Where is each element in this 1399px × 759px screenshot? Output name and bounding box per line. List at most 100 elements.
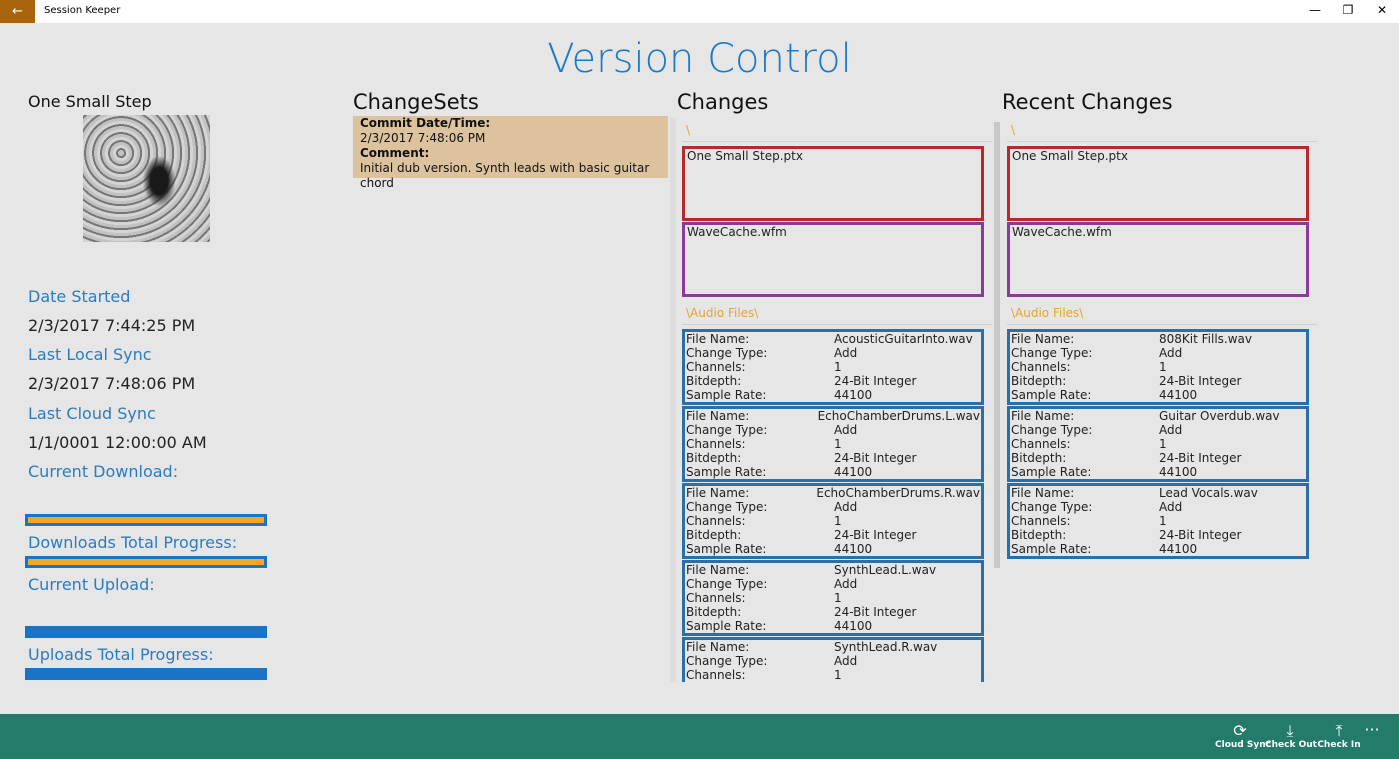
field-value: 44100 <box>1159 388 1198 402</box>
field-label: Change Type: <box>686 423 768 437</box>
file-item[interactable]: WaveCache.wfm <box>1007 222 1309 297</box>
field-value: 1 <box>1159 360 1167 374</box>
field-label: Change Type: <box>686 577 768 591</box>
session-image <box>83 115 210 242</box>
field-value: 24-Bit Integer <box>1159 451 1242 465</box>
field-label: Change Type: <box>686 500 768 514</box>
session-name: One Small Step <box>28 92 152 111</box>
field-value: 1 <box>834 360 842 374</box>
changesets-heading: ChangeSets <box>353 90 479 114</box>
field-label: Change Type: <box>686 346 768 360</box>
field-label: Sample Rate: <box>1011 542 1092 556</box>
field-value: Guitar Overdub.wav <box>1159 409 1280 423</box>
field-value: 24-Bit Integer <box>834 528 917 542</box>
field-label: File Name: <box>1011 486 1075 500</box>
file-name: One Small Step.ptx <box>1012 149 1128 163</box>
downloads-total-progress <box>25 556 267 568</box>
field-value: 1 <box>1159 514 1167 528</box>
current-upload-progress <box>25 626 267 638</box>
field-value: 1 <box>834 514 842 528</box>
field-label: Sample Rate: <box>1011 465 1092 479</box>
root-folder: \ <box>682 118 992 142</box>
close-button[interactable]: ✕ <box>1376 3 1388 17</box>
field-label: Bitdepth: <box>1011 528 1067 542</box>
field-label: Bitdepth: <box>686 374 742 388</box>
commit-date-label: Commit Date/Time: <box>360 116 491 130</box>
audio-folder: \Audio Files\ <box>682 301 992 325</box>
current-download-label: Current Download: <box>28 462 179 481</box>
download-icon: ⤓ <box>1286 721 1294 740</box>
field-label: Change Type: <box>1011 346 1093 360</box>
field-label: Bitdepth: <box>686 528 742 542</box>
field-value: 44100 <box>834 542 873 556</box>
field-value: 1 <box>1159 437 1167 451</box>
last-local-sync-label: Last Local Sync <box>28 345 152 364</box>
uploads-total-progress <box>25 668 267 680</box>
field-value: Add <box>834 346 858 360</box>
app-title: Session Keeper <box>44 5 121 16</box>
field-label: File Name: <box>686 332 750 346</box>
last-local-sync-value: 2/3/2017 7:48:06 PM <box>28 374 196 393</box>
commit-date: 2/3/2017 7:48:06 PM <box>360 131 486 145</box>
arrow-left-icon: ← <box>12 4 23 19</box>
root-folder: \ <box>1007 118 1317 142</box>
changes-scrollbar[interactable] <box>994 122 1000 568</box>
field-label: Change Type: <box>686 654 768 668</box>
file-item[interactable]: WaveCache.wfm <box>682 222 984 297</box>
field-value: 24-Bit Integer <box>834 605 917 619</box>
last-cloud-sync-value: 1/1/0001 12:00:00 AM <box>28 433 207 452</box>
field-label: Bitdepth: <box>686 451 742 465</box>
field-label: File Name: <box>686 486 750 500</box>
field-label: Bitdepth: <box>1011 451 1067 465</box>
field-label: Sample Rate: <box>686 619 767 633</box>
field-label: File Name: <box>1011 332 1075 346</box>
field-value: 808Kit Fills.wav <box>1159 332 1252 346</box>
field-label: Bitdepth: <box>1011 374 1067 388</box>
field-label: Sample Rate: <box>686 542 767 556</box>
field-label: Bitdepth: <box>686 605 742 619</box>
uploads-total-label: Uploads Total Progress: <box>28 645 214 664</box>
comment-label: Comment: <box>360 146 430 160</box>
file-name: One Small Step.ptx <box>687 149 803 163</box>
field-value: AcousticGuitarInto.wav <box>834 332 973 346</box>
more-button[interactable]: ··· <box>1364 720 1380 739</box>
field-label: Channels: <box>686 514 746 528</box>
file-item[interactable]: One Small Step.ptx <box>1007 146 1309 221</box>
field-label: Channels: <box>686 360 746 374</box>
date-started-label: Date Started <box>28 287 131 306</box>
changes-heading: Changes <box>677 90 769 114</box>
check-out-button[interactable]: ⤓Check Out <box>1265 721 1317 751</box>
command-bar: ⟳Cloud Sync ⤓Check Out ⤒Check In ··· <box>0 714 1399 759</box>
file-item[interactable]: One Small Step.ptx <box>682 146 984 221</box>
field-value: Add <box>834 577 858 591</box>
field-label: Channels: <box>1011 514 1071 528</box>
field-label: Sample Rate: <box>1011 388 1092 402</box>
field-value: 1 <box>834 668 842 682</box>
field-value: EchoChamberDrums.R.wav <box>816 486 980 500</box>
back-button[interactable]: ← <box>0 0 35 23</box>
field-value: 1 <box>834 437 842 451</box>
field-label: Change Type: <box>1011 500 1093 514</box>
check-in-button[interactable]: ⤒Check In <box>1314 721 1364 751</box>
cloud-sync-button[interactable]: ⟳Cloud Sync <box>1215 721 1271 751</box>
upload-icon: ⤒ <box>1335 721 1343 740</box>
changesets-scrollbar[interactable] <box>670 118 676 682</box>
field-value: Add <box>1159 500 1183 514</box>
restore-button[interactable]: ❐ <box>1342 3 1354 17</box>
minimize-button[interactable]: — <box>1309 3 1321 17</box>
field-label: File Name: <box>1011 409 1075 423</box>
field-label: File Name: <box>686 563 750 577</box>
file-name: WaveCache.wfm <box>687 225 787 239</box>
changeset-item[interactable]: Commit Date/Time: 2/3/2017 7:48:06 PM Co… <box>353 116 668 190</box>
field-label: Sample Rate: <box>686 465 767 479</box>
file-name: WaveCache.wfm <box>1012 225 1112 239</box>
